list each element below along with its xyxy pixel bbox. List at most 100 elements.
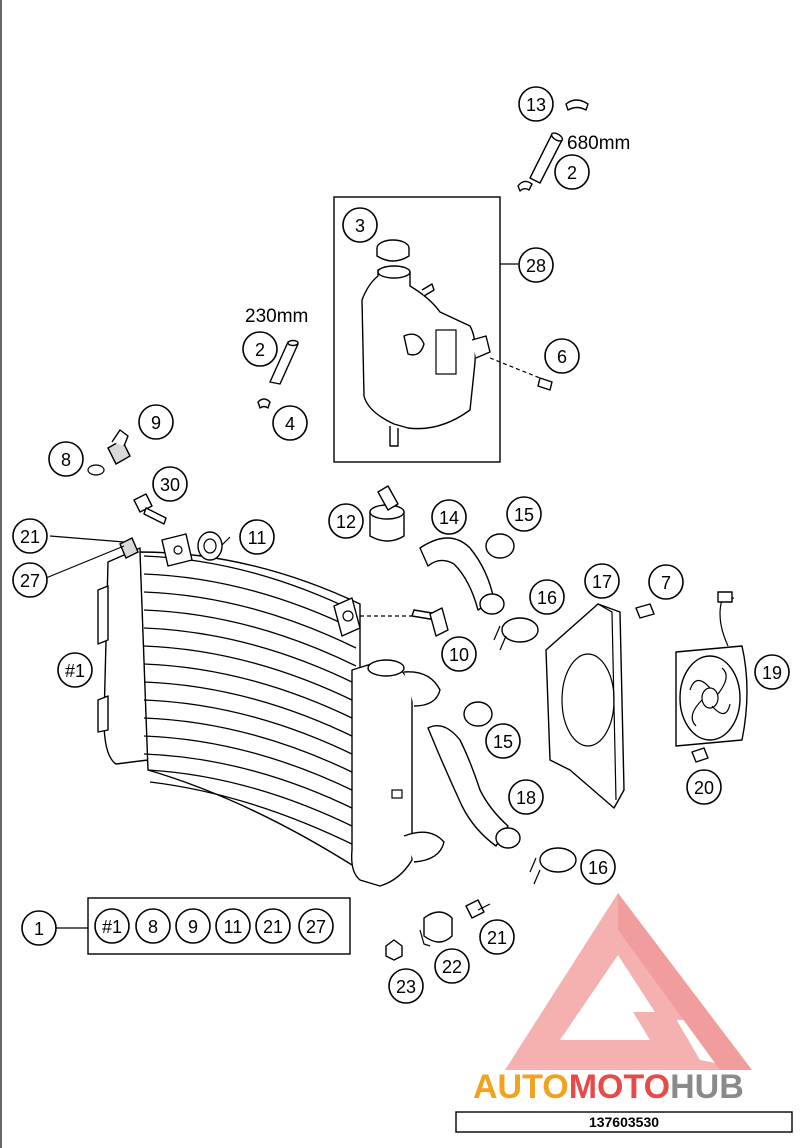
dimension-230mm: 230mm <box>245 306 308 327</box>
callout-label: 23 <box>396 977 416 997</box>
hose-clamp-small-top <box>565 99 589 111</box>
hose-clamp-16-upper <box>493 617 539 651</box>
hose-clamp-15-lower <box>463 701 493 727</box>
kit-item: 21 <box>255 908 291 944</box>
kit-item-circle <box>94 908 130 944</box>
callout-label: 22 <box>442 957 462 977</box>
callout-c12: 12 <box>328 503 364 539</box>
callout-label: 2 <box>255 340 265 360</box>
callout-label: 27 <box>20 571 40 591</box>
callout-circle <box>239 519 275 555</box>
callout-circle <box>529 579 565 615</box>
callout-circle <box>152 466 188 502</box>
callout-circle <box>434 948 470 984</box>
callout-circle <box>388 968 424 1004</box>
callout-c28: 28 <box>518 247 554 283</box>
kit-item: 27 <box>298 908 334 944</box>
callout-circle <box>485 723 521 759</box>
kit-item-circle <box>135 908 171 944</box>
kit-item-label: 11 <box>224 917 243 937</box>
callout-circle <box>580 849 616 885</box>
kit-item-circle <box>298 908 334 944</box>
dimension-680mm: 680mm <box>567 133 630 154</box>
leader-lines <box>45 535 231 929</box>
kit-item-circle <box>175 908 211 944</box>
callout-circle <box>686 769 722 805</box>
callout-label: 18 <box>516 788 536 808</box>
kit-item-label: 9 <box>188 917 198 937</box>
callout-c6: 6 <box>544 338 580 374</box>
callout-c2b: 2 <box>242 331 278 367</box>
callout-label: 1 <box>34 919 44 939</box>
kit-item: 9 <box>175 908 211 944</box>
callout-circle <box>242 331 278 367</box>
callout-circle <box>754 654 790 690</box>
callout-label: 15 <box>493 732 513 752</box>
kit-item: 11 <box>215 908 251 944</box>
lower-radiator-hose-18 <box>427 725 521 849</box>
callout-circle <box>554 154 590 190</box>
callout-c16b: 16 <box>580 849 616 885</box>
callout-c10: 10 <box>441 636 477 672</box>
callout-c17: 17 <box>584 563 620 599</box>
callout-circle <box>138 404 174 440</box>
bolt-21-lower <box>465 899 491 919</box>
callout-label: 13 <box>526 95 546 115</box>
callout-circle <box>544 338 580 374</box>
callout-circle <box>441 636 477 672</box>
callout-c22: 22 <box>434 948 470 984</box>
callout-circle <box>648 564 684 600</box>
callout-c18: 18 <box>508 779 544 815</box>
callout-label: 12 <box>336 512 356 532</box>
radiator-fan-19 <box>675 591 748 747</box>
callout-label: 16 <box>537 588 557 608</box>
callout-label: 7 <box>661 573 671 593</box>
rubber-grommet-11 <box>197 531 223 561</box>
radiator <box>97 533 445 887</box>
callout-circle <box>12 562 48 598</box>
callout-c15b: 15 <box>485 723 521 759</box>
callout-label: 15 <box>514 505 534 525</box>
callout-c23: 23 <box>388 968 424 1004</box>
callout-label: 20 <box>694 778 714 798</box>
kit-item: 8 <box>135 908 171 944</box>
callout-circle <box>431 499 467 535</box>
bolt-10 <box>411 607 449 637</box>
callout-label: 28 <box>526 256 546 276</box>
callout-circle <box>328 503 364 539</box>
callout-c27: 27 <box>12 562 48 598</box>
callout-c20: 20 <box>686 769 722 805</box>
callout-c2a: 2 <box>554 154 590 190</box>
callout-label: 4 <box>285 414 295 434</box>
callout-c4: 4 <box>272 405 308 441</box>
nut-23 <box>385 939 403 961</box>
callout-c1: 1 <box>21 910 57 946</box>
callout-circle <box>518 247 554 283</box>
callout-label: 17 <box>592 572 612 592</box>
callout-c15a: 15 <box>506 496 542 532</box>
callout-circle <box>342 207 378 243</box>
callout-c1hash: #1 <box>57 652 93 688</box>
callout-circle <box>584 563 620 599</box>
kit-item-label: 27 <box>306 917 326 937</box>
callout-label: 21 <box>20 527 40 547</box>
callout-circle <box>21 910 57 946</box>
callout-circle <box>57 652 93 688</box>
callout-circle <box>506 496 542 532</box>
temperature-sensor <box>87 429 131 476</box>
kit-item-label: 8 <box>148 917 158 937</box>
watermark-part-auto: AUTO <box>473 1068 569 1106</box>
watermark-logo <box>505 893 752 1070</box>
hose-clamp-16-lower <box>529 847 577 885</box>
kit-item-circle <box>215 908 251 944</box>
fan-shroud-17 <box>545 603 625 809</box>
callout-label: 10 <box>449 645 469 665</box>
kit-box <box>87 897 351 955</box>
callout-c13: 13 <box>518 86 554 122</box>
reference-number: 137603530 <box>589 1114 659 1130</box>
hose-230mm <box>257 339 299 409</box>
callout-circle <box>508 779 544 815</box>
callout-circle <box>479 919 515 955</box>
